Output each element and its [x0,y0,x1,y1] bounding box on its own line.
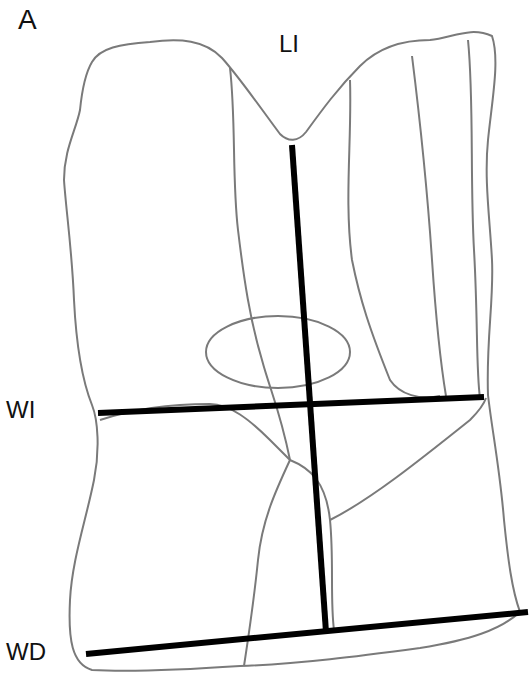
lower-right-edge [290,460,334,630]
left-column-edge [230,68,290,460]
right-lower-edge [330,398,486,520]
right-column-inner [412,56,446,396]
bone-outline [64,32,520,671]
width-line-intermediate [98,397,484,413]
right-column-edge [348,80,440,397]
right-rim [468,40,480,398]
length-line [292,145,326,632]
width-line-distal [86,612,528,654]
foramen [206,316,350,388]
panel-letter: A [18,6,37,34]
measurement-label: WI [6,398,35,422]
measurement-label: LI [279,32,299,56]
measurement-label: WD [6,640,46,664]
